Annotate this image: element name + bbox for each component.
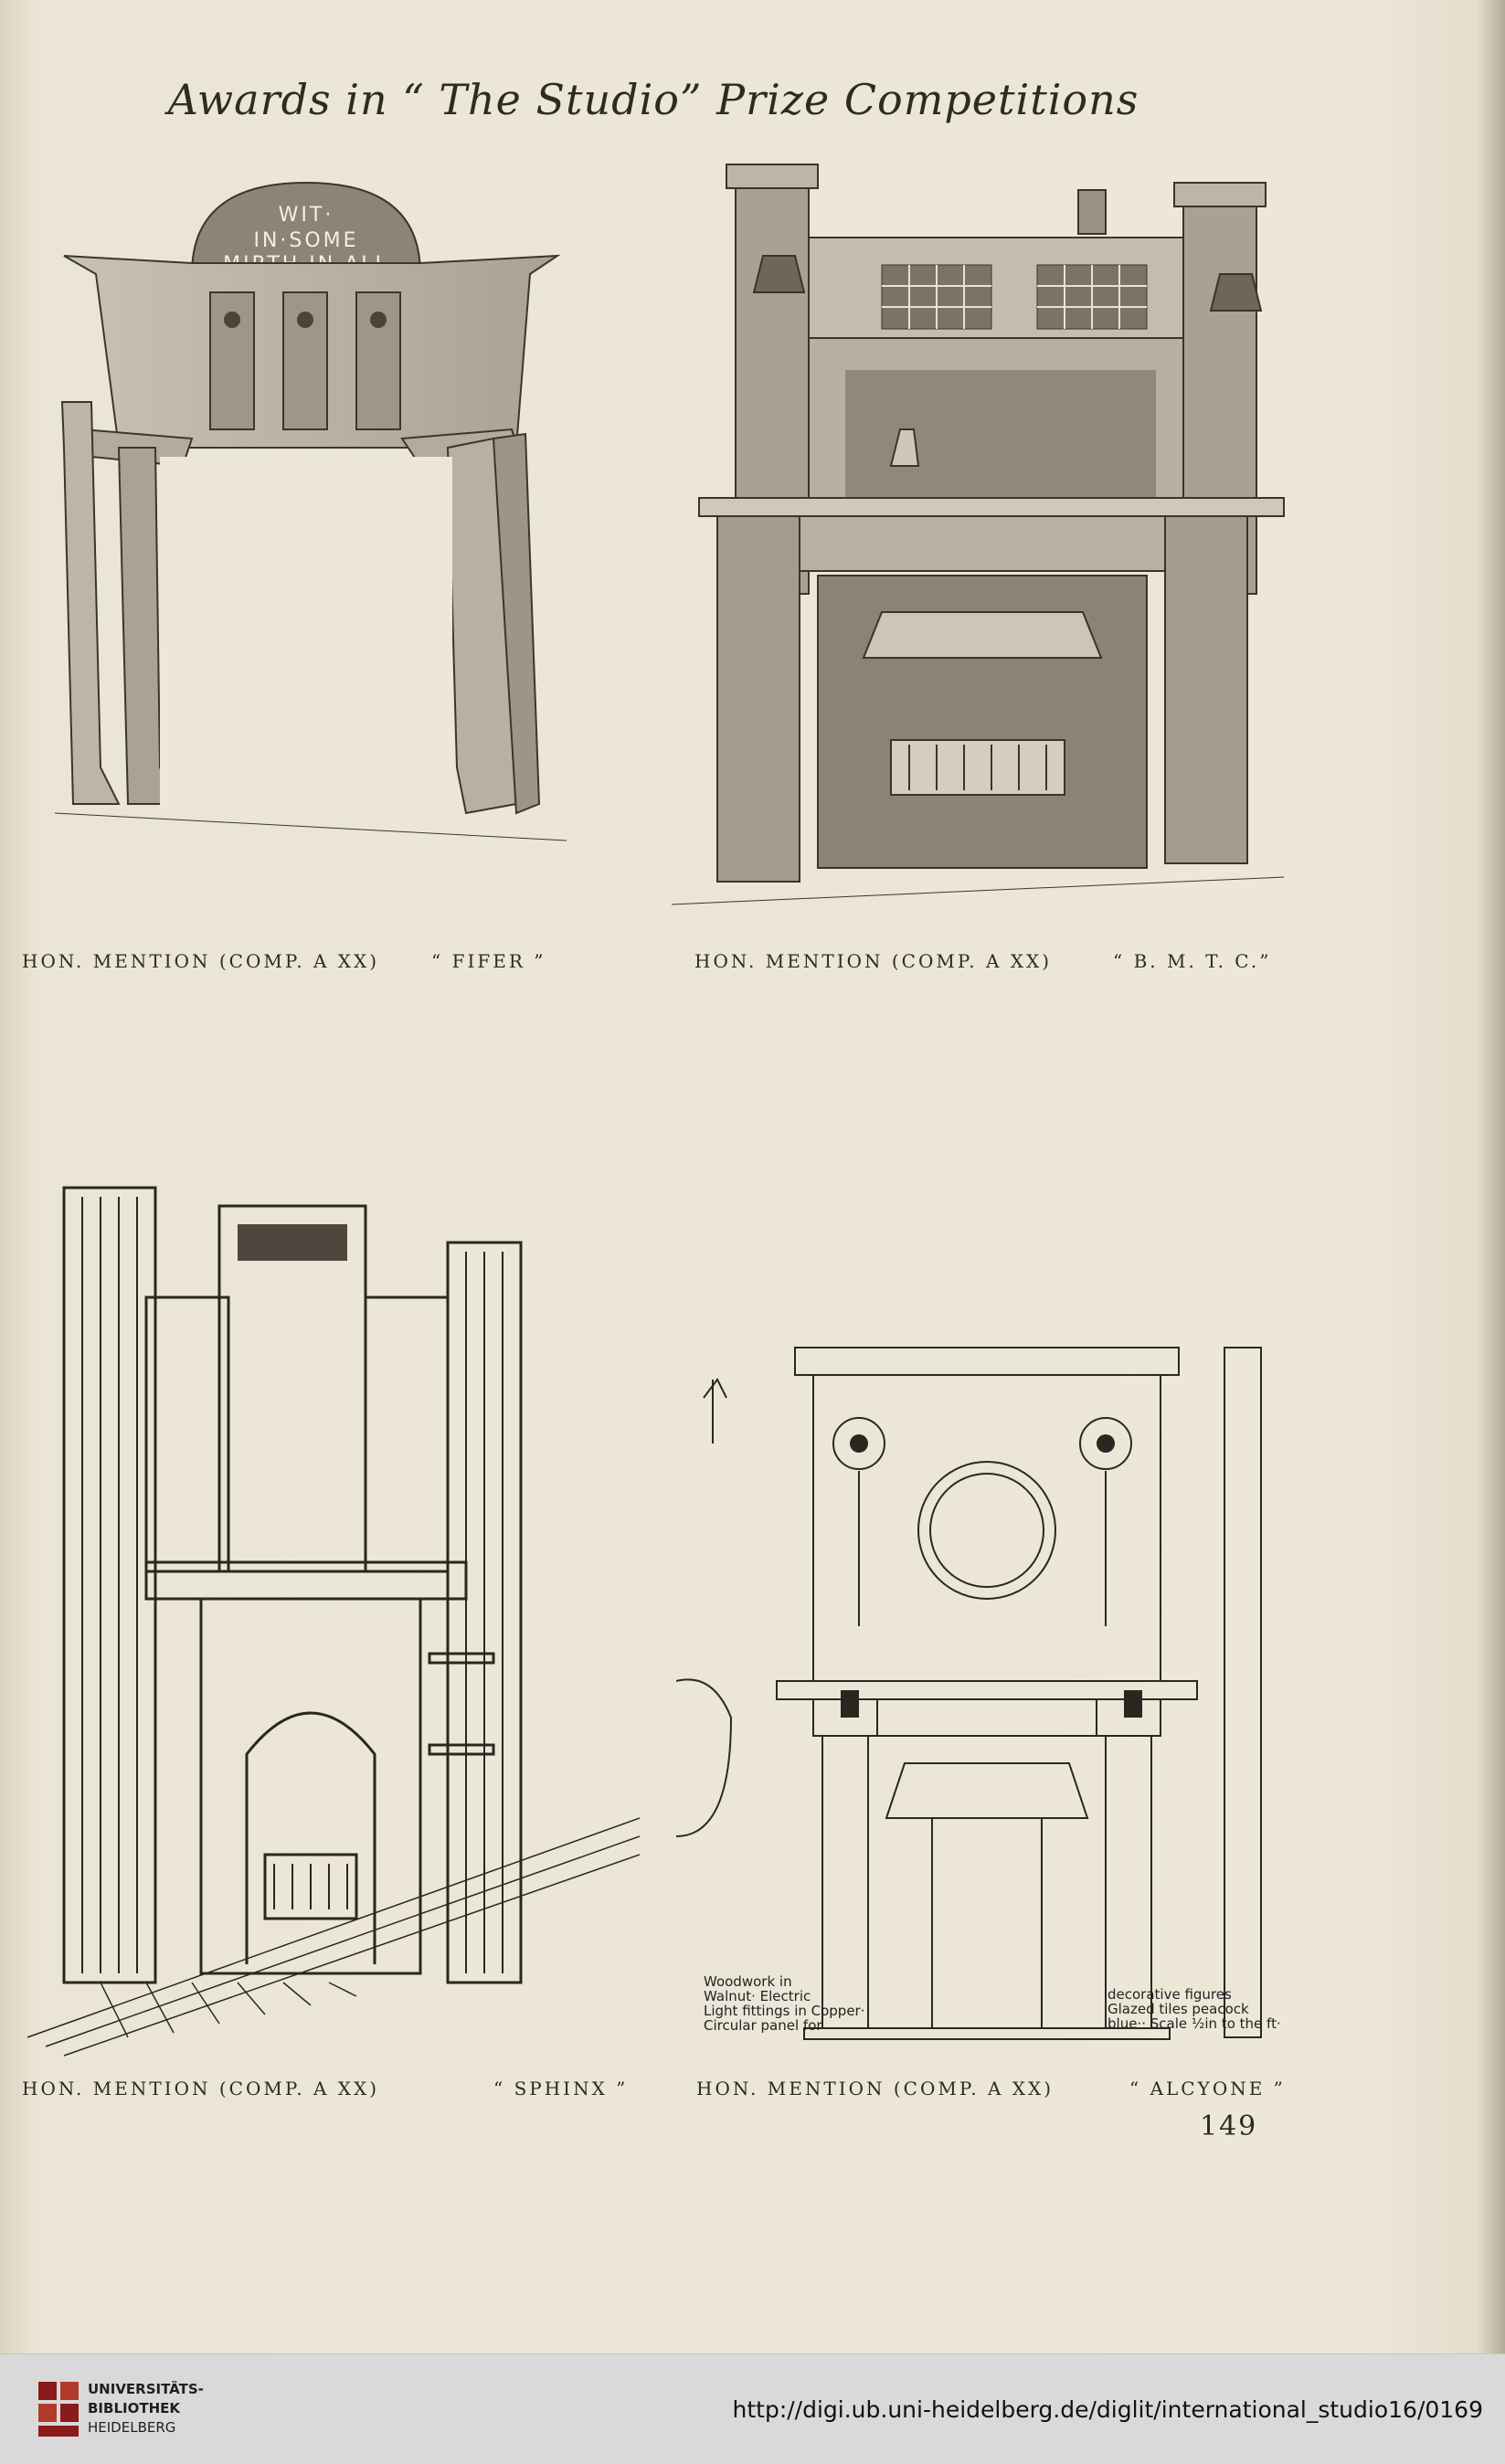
caption-alcyone-label: HON. MENTION (COMP. A XX) bbox=[696, 2078, 1055, 2099]
note-right-1: decorative figures bbox=[1108, 1986, 1232, 2003]
scanned-page: Awards in “ The Studio” Prize Competitio… bbox=[0, 0, 1505, 2353]
page-spine-shadow bbox=[1478, 0, 1505, 2353]
note-right-2: Glazed tiles peacock bbox=[1108, 2001, 1249, 2017]
note-left-3: Light fittings in Copper· bbox=[704, 2003, 865, 2019]
caption-fifer-label: HON. MENTION (COMP. A XX) bbox=[22, 950, 380, 972]
note-left-4: Circular panel for bbox=[704, 2017, 822, 2034]
caption-bmtc-pseudonym: “ B. M. T. C.” bbox=[1113, 950, 1272, 972]
digitization-footer: UNIVERSITÄTS- BIBLIOTHEK HEIDELBERG http… bbox=[0, 2353, 1505, 2464]
note-left-1: Woodwork in bbox=[704, 1973, 792, 1990]
library-name-line-2: BIBLIOTHEK bbox=[88, 2400, 180, 2416]
page-number: 149 bbox=[1200, 2110, 1258, 2142]
caption-sphinx-label: HON. MENTION (COMP. A XX) bbox=[22, 2078, 380, 2099]
note-left-2: Walnut· Electric bbox=[704, 1988, 811, 2004]
caption-sphinx-pseudonym: “ SPHINX ” bbox=[493, 2078, 629, 2099]
caption-bmtc-label: HON. MENTION (COMP. A XX) bbox=[694, 950, 1053, 972]
university-library-logo-icon bbox=[38, 2382, 79, 2437]
source-url-link[interactable]: http://digi.ub.uni-heidelberg.de/diglit/… bbox=[732, 2396, 1484, 2423]
library-name: UNIVERSITÄTS- BIBLIOTHEK HEIDELBERG bbox=[88, 2380, 204, 2438]
inscription-line-2: IN·SOME bbox=[253, 229, 358, 252]
library-name-line-1: UNIVERSITÄTS- bbox=[88, 2381, 204, 2397]
sphinx-mantelpiece-illustration bbox=[9, 1160, 640, 2065]
fifer-mantelpiece-illustration: WIT· IN·SOME MIRTH·IN·ALL bbox=[55, 174, 576, 850]
library-name-line-3: HEIDELBERG bbox=[88, 2419, 176, 2436]
alcyone-mantelpiece-illustration: Woodwork in Walnut· Electric Light fitti… bbox=[676, 1325, 1279, 2065]
note-right-3: blue·· Scale ½in to the ft· bbox=[1108, 2015, 1279, 2032]
inscription-line-1: WIT· bbox=[279, 204, 334, 227]
bmtc-mantelpiece-illustration bbox=[672, 155, 1293, 914]
page-header: Awards in “ The Studio” Prize Competitio… bbox=[167, 75, 1139, 124]
caption-alcyone-pseudonym: “ ALCYONE ” bbox=[1129, 2078, 1286, 2099]
caption-fifer-pseudonym: “ FIFER ” bbox=[431, 950, 546, 972]
